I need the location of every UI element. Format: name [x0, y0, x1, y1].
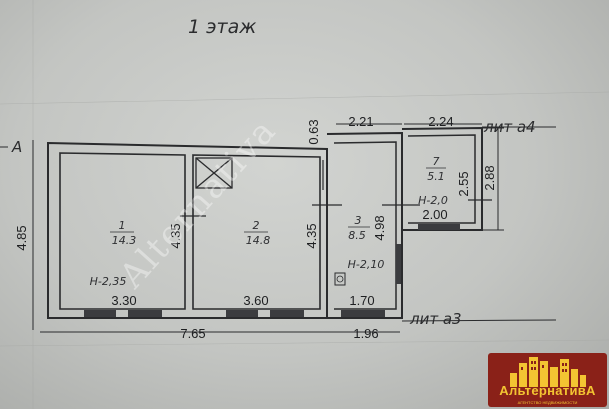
windows [84, 224, 460, 317]
room-number: 3 [355, 214, 362, 227]
logo-tagline: АГЕНТСТВО НЕДВИЖИМОСТИ [517, 400, 578, 405]
annex-walls [326, 126, 483, 319]
room-1-label: 1 14.3 Н-2,35 [90, 219, 137, 288]
room-area: 14.3 [112, 234, 137, 247]
room-ceiling: Н-2,10 [348, 258, 385, 271]
meter-symbol [334, 272, 346, 286]
room-ceiling: Н-2,35 [90, 275, 127, 288]
annex-a3-label: лит а3 [409, 310, 462, 328]
dim-wall-gap: 0.63 [306, 119, 321, 144]
room-number: 7 [433, 155, 440, 168]
room-3-label: 3 8.5 Н-2,10 [348, 214, 385, 271]
dim-room3-width-top: 2.21 [348, 114, 373, 129]
dimension-lines [32, 123, 557, 333]
room-7-label: 7 5.1 Н-2,0 [418, 155, 448, 207]
dim-room3-height: 4.98 [372, 215, 387, 240]
dim-room4-height: 2.55 [456, 171, 471, 196]
dim-room2-width: 3.60 [243, 293, 268, 308]
room-number: 2 [253, 219, 260, 232]
door-marks [180, 160, 492, 217]
axis-marker-a: А [11, 138, 22, 156]
dim-room1-width: 3.30 [111, 293, 136, 308]
dim-room4-width-top: 2.24 [428, 114, 453, 129]
room-area: 5.1 [427, 170, 445, 183]
stove-symbol [195, 157, 233, 189]
city-skyline-icon [510, 357, 586, 387]
room-2-label: 2 14.8 [244, 219, 270, 247]
watermark: Alternativa [111, 110, 284, 296]
agency-logo: АльтернативА АГЕНТСТВО НЕДВИЖИМОСТИ [488, 353, 607, 407]
dim-annex-width: 1.96 [353, 326, 378, 341]
dim-overall-width: 7.65 [180, 326, 205, 341]
dim-room2-height: 4.35 [304, 223, 319, 248]
room-ceiling: Н-2,0 [418, 194, 448, 207]
room-area: 8.5 [348, 229, 366, 242]
floor-title: 1 этаж [188, 16, 256, 38]
dim-room3-width: 1.70 [349, 293, 374, 308]
annex-a4-label: лит а4 [483, 118, 536, 136]
dim-overall-height: 4.85 [14, 225, 29, 250]
logo-name: АльтернативА [499, 383, 596, 398]
meter-dial-icon [336, 275, 344, 283]
dim-room1-height: 4.35 [168, 223, 183, 248]
room-number: 1 [119, 219, 126, 232]
dim-annex-height: 2.88 [482, 165, 497, 190]
room-area: 14.8 [246, 234, 271, 247]
dim-room4-width: 2.00 [422, 207, 447, 222]
